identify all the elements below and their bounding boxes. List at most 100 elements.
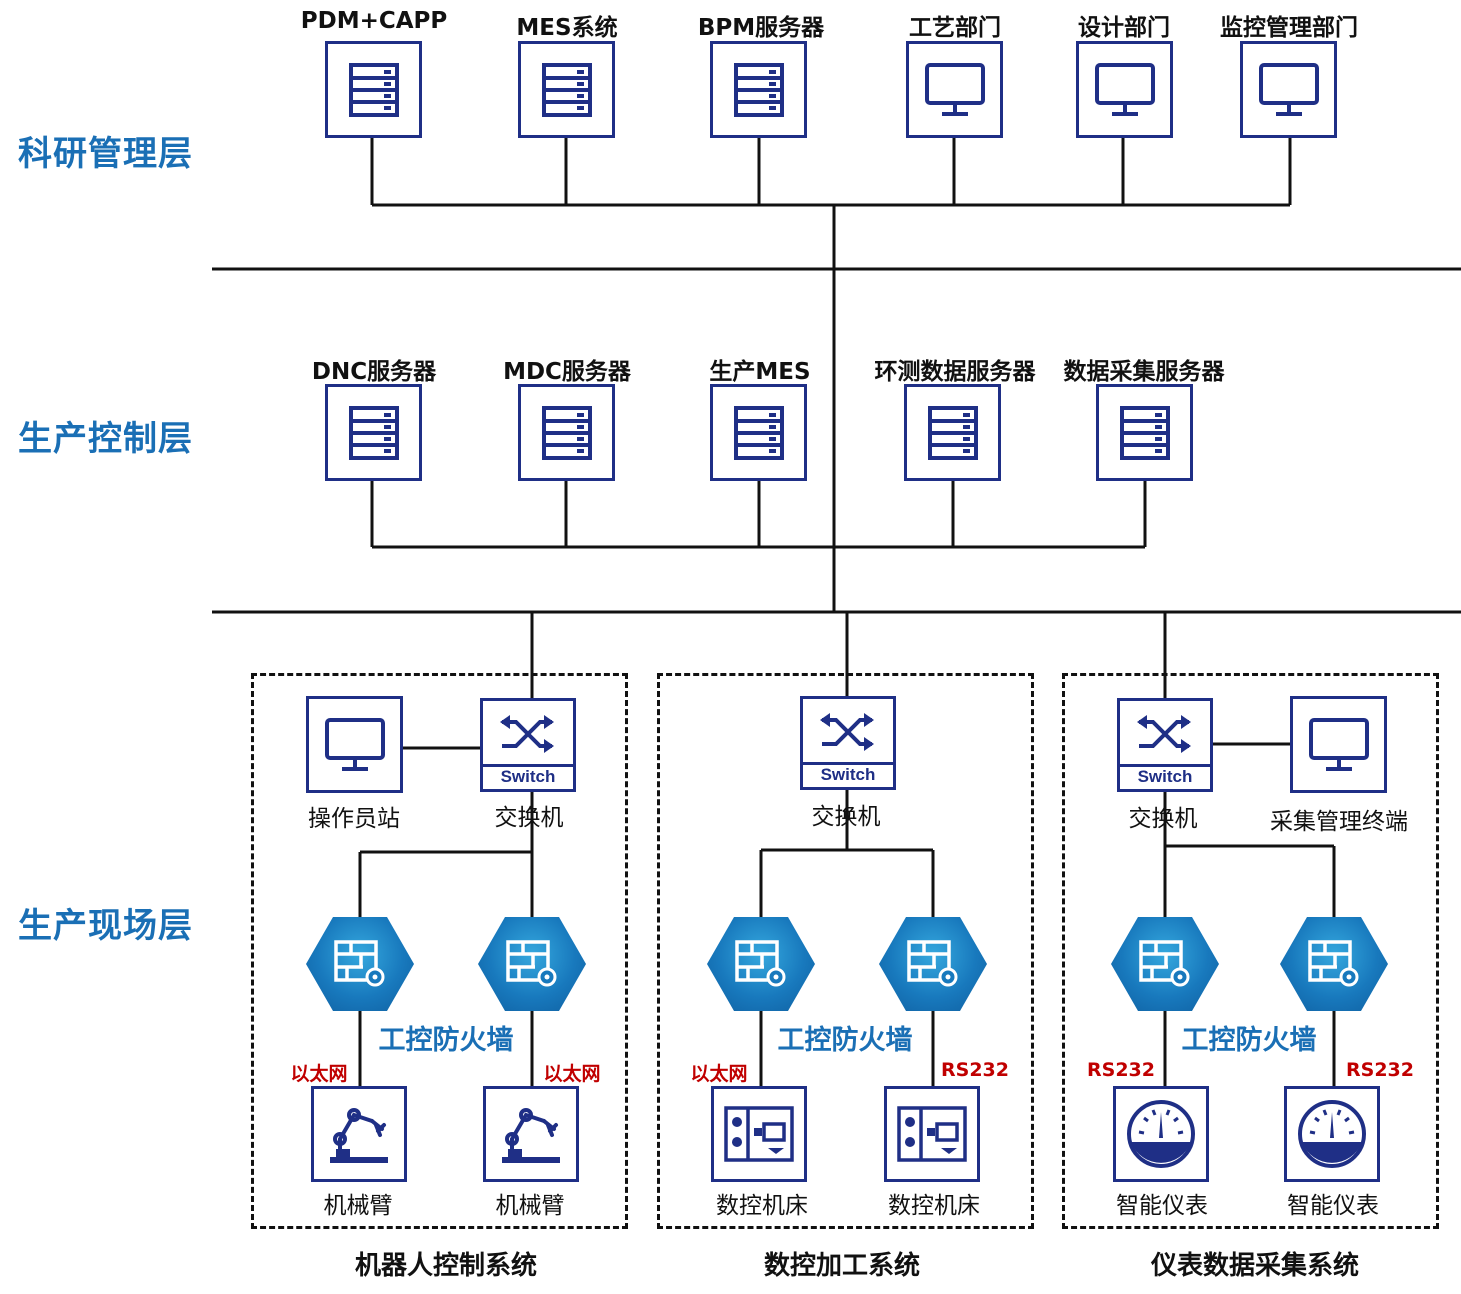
server-icon <box>1119 405 1170 460</box>
switch-node: Switch <box>800 696 896 790</box>
monitor-icon <box>324 717 385 771</box>
firewall-label: 工控防火墙 <box>1181 1025 1317 1056</box>
protocol-label: RS232 <box>941 1059 1009 1081</box>
collection-terminal-node <box>1290 696 1387 793</box>
server-node <box>325 41 422 138</box>
protocol-label: RS232 <box>1087 1059 1155 1081</box>
node-label: 设计部门 <box>1078 15 1170 41</box>
switch-tag: Switch <box>803 762 893 787</box>
switch-arrows-icon <box>820 713 874 751</box>
server-node <box>710 41 807 138</box>
firewall-icon <box>1308 940 1359 987</box>
firewall-icon <box>334 940 385 987</box>
protocol-label: 以太网 <box>290 1063 348 1085</box>
server-icon <box>541 405 592 460</box>
monitor-icon <box>924 62 985 116</box>
monitor-node <box>1240 41 1337 138</box>
server-icon <box>348 405 399 460</box>
smart-meter-node <box>1113 1086 1209 1182</box>
layer-label-field: 生产现场层 <box>18 906 193 946</box>
switch-caption: 交换机 <box>1128 806 1198 832</box>
node-label: 环测数据服务器 <box>874 359 1036 385</box>
node-label: MDC服务器 <box>503 359 631 385</box>
device-caption: 机械臂 <box>495 1193 565 1219</box>
switch-node: Switch <box>480 698 576 792</box>
cnc-machine-icon <box>724 1106 794 1162</box>
device-caption: 数控机床 <box>888 1193 980 1219</box>
monitor-node <box>1076 41 1173 138</box>
smart-meter-node <box>1284 1086 1380 1182</box>
gauge-icon <box>1298 1100 1366 1168</box>
firewall-node <box>879 917 987 1011</box>
node-label: 数据采集服务器 <box>1063 359 1225 385</box>
monitor-icon <box>1308 717 1369 771</box>
robot-arm-icon <box>330 1108 388 1163</box>
system-title: 机器人控制系统 <box>354 1251 538 1281</box>
node-label: DNC服务器 <box>311 359 437 385</box>
firewall-label: 工控防火墙 <box>777 1025 913 1056</box>
switch-tag: Switch <box>1120 764 1210 789</box>
operator-station-node <box>306 696 403 793</box>
monitor-icon <box>1258 62 1319 116</box>
device-caption: 机械臂 <box>323 1193 393 1219</box>
protocol-label: 以太网 <box>690 1063 748 1085</box>
node-label: 生产MES <box>709 359 811 385</box>
server-node <box>904 384 1001 481</box>
monitor-icon <box>1094 62 1155 116</box>
firewall-node <box>707 917 815 1011</box>
switch-node: Switch <box>1117 698 1213 792</box>
monitor-node <box>906 41 1003 138</box>
server-icon <box>541 62 592 117</box>
firewall-icon <box>506 940 557 987</box>
protocol-label: 以太网 <box>543 1063 601 1085</box>
cnc-machine-node <box>711 1086 807 1182</box>
server-node <box>1096 384 1193 481</box>
server-icon <box>733 62 784 117</box>
firewall-icon <box>735 940 786 987</box>
switch-caption: 交换机 <box>494 805 564 831</box>
server-icon <box>348 62 399 117</box>
firewall-node <box>306 917 414 1011</box>
system-box-cnc <box>657 673 1034 1229</box>
server-node <box>518 41 615 138</box>
device-caption: 智能仪表 <box>1287 1193 1379 1219</box>
switch-tag: Switch <box>483 764 573 789</box>
device-caption: 数控机床 <box>716 1193 808 1219</box>
gauge-icon <box>1127 1100 1195 1168</box>
firewall-node <box>1280 917 1388 1011</box>
server-node <box>518 384 615 481</box>
firewall-icon <box>907 940 958 987</box>
switch-arrows-icon <box>1137 715 1191 753</box>
node-label: PDM+CAPP <box>300 8 448 34</box>
system-title: 仪表数据采集系统 <box>1150 1251 1360 1281</box>
protocol-label: RS232 <box>1346 1059 1414 1081</box>
robot-arm-node <box>483 1086 579 1182</box>
firewall-node <box>1111 917 1219 1011</box>
server-node <box>710 384 807 481</box>
server-icon <box>733 405 784 460</box>
firewall-icon <box>1139 940 1190 987</box>
robot-arm-icon <box>502 1108 560 1163</box>
cnc-machine-node <box>884 1086 980 1182</box>
node-label: 监控管理部门 <box>1220 15 1358 41</box>
node-label: MES系统 <box>516 15 618 41</box>
system-box-robot <box>251 673 628 1229</box>
node-label: 工艺部门 <box>909 15 1001 41</box>
server-icon <box>927 405 978 460</box>
firewall-node <box>478 917 586 1011</box>
firewall-label: 工控防火墙 <box>378 1025 514 1056</box>
switch-caption: 交换机 <box>811 804 881 830</box>
system-title: 数控加工系统 <box>763 1251 921 1281</box>
robot-arm-node <box>311 1086 407 1182</box>
layer-label-research: 科研管理层 <box>18 134 193 174</box>
operator-station-caption: 操作员站 <box>308 806 400 832</box>
switch-arrows-icon <box>500 715 554 753</box>
system-box-meter <box>1062 673 1439 1229</box>
server-node <box>325 384 422 481</box>
collection-terminal-caption: 采集管理终端 <box>1270 809 1408 835</box>
layer-label-control: 生产控制层 <box>18 419 193 459</box>
device-caption: 智能仪表 <box>1116 1193 1208 1219</box>
node-label: BPM服务器 <box>697 15 825 41</box>
